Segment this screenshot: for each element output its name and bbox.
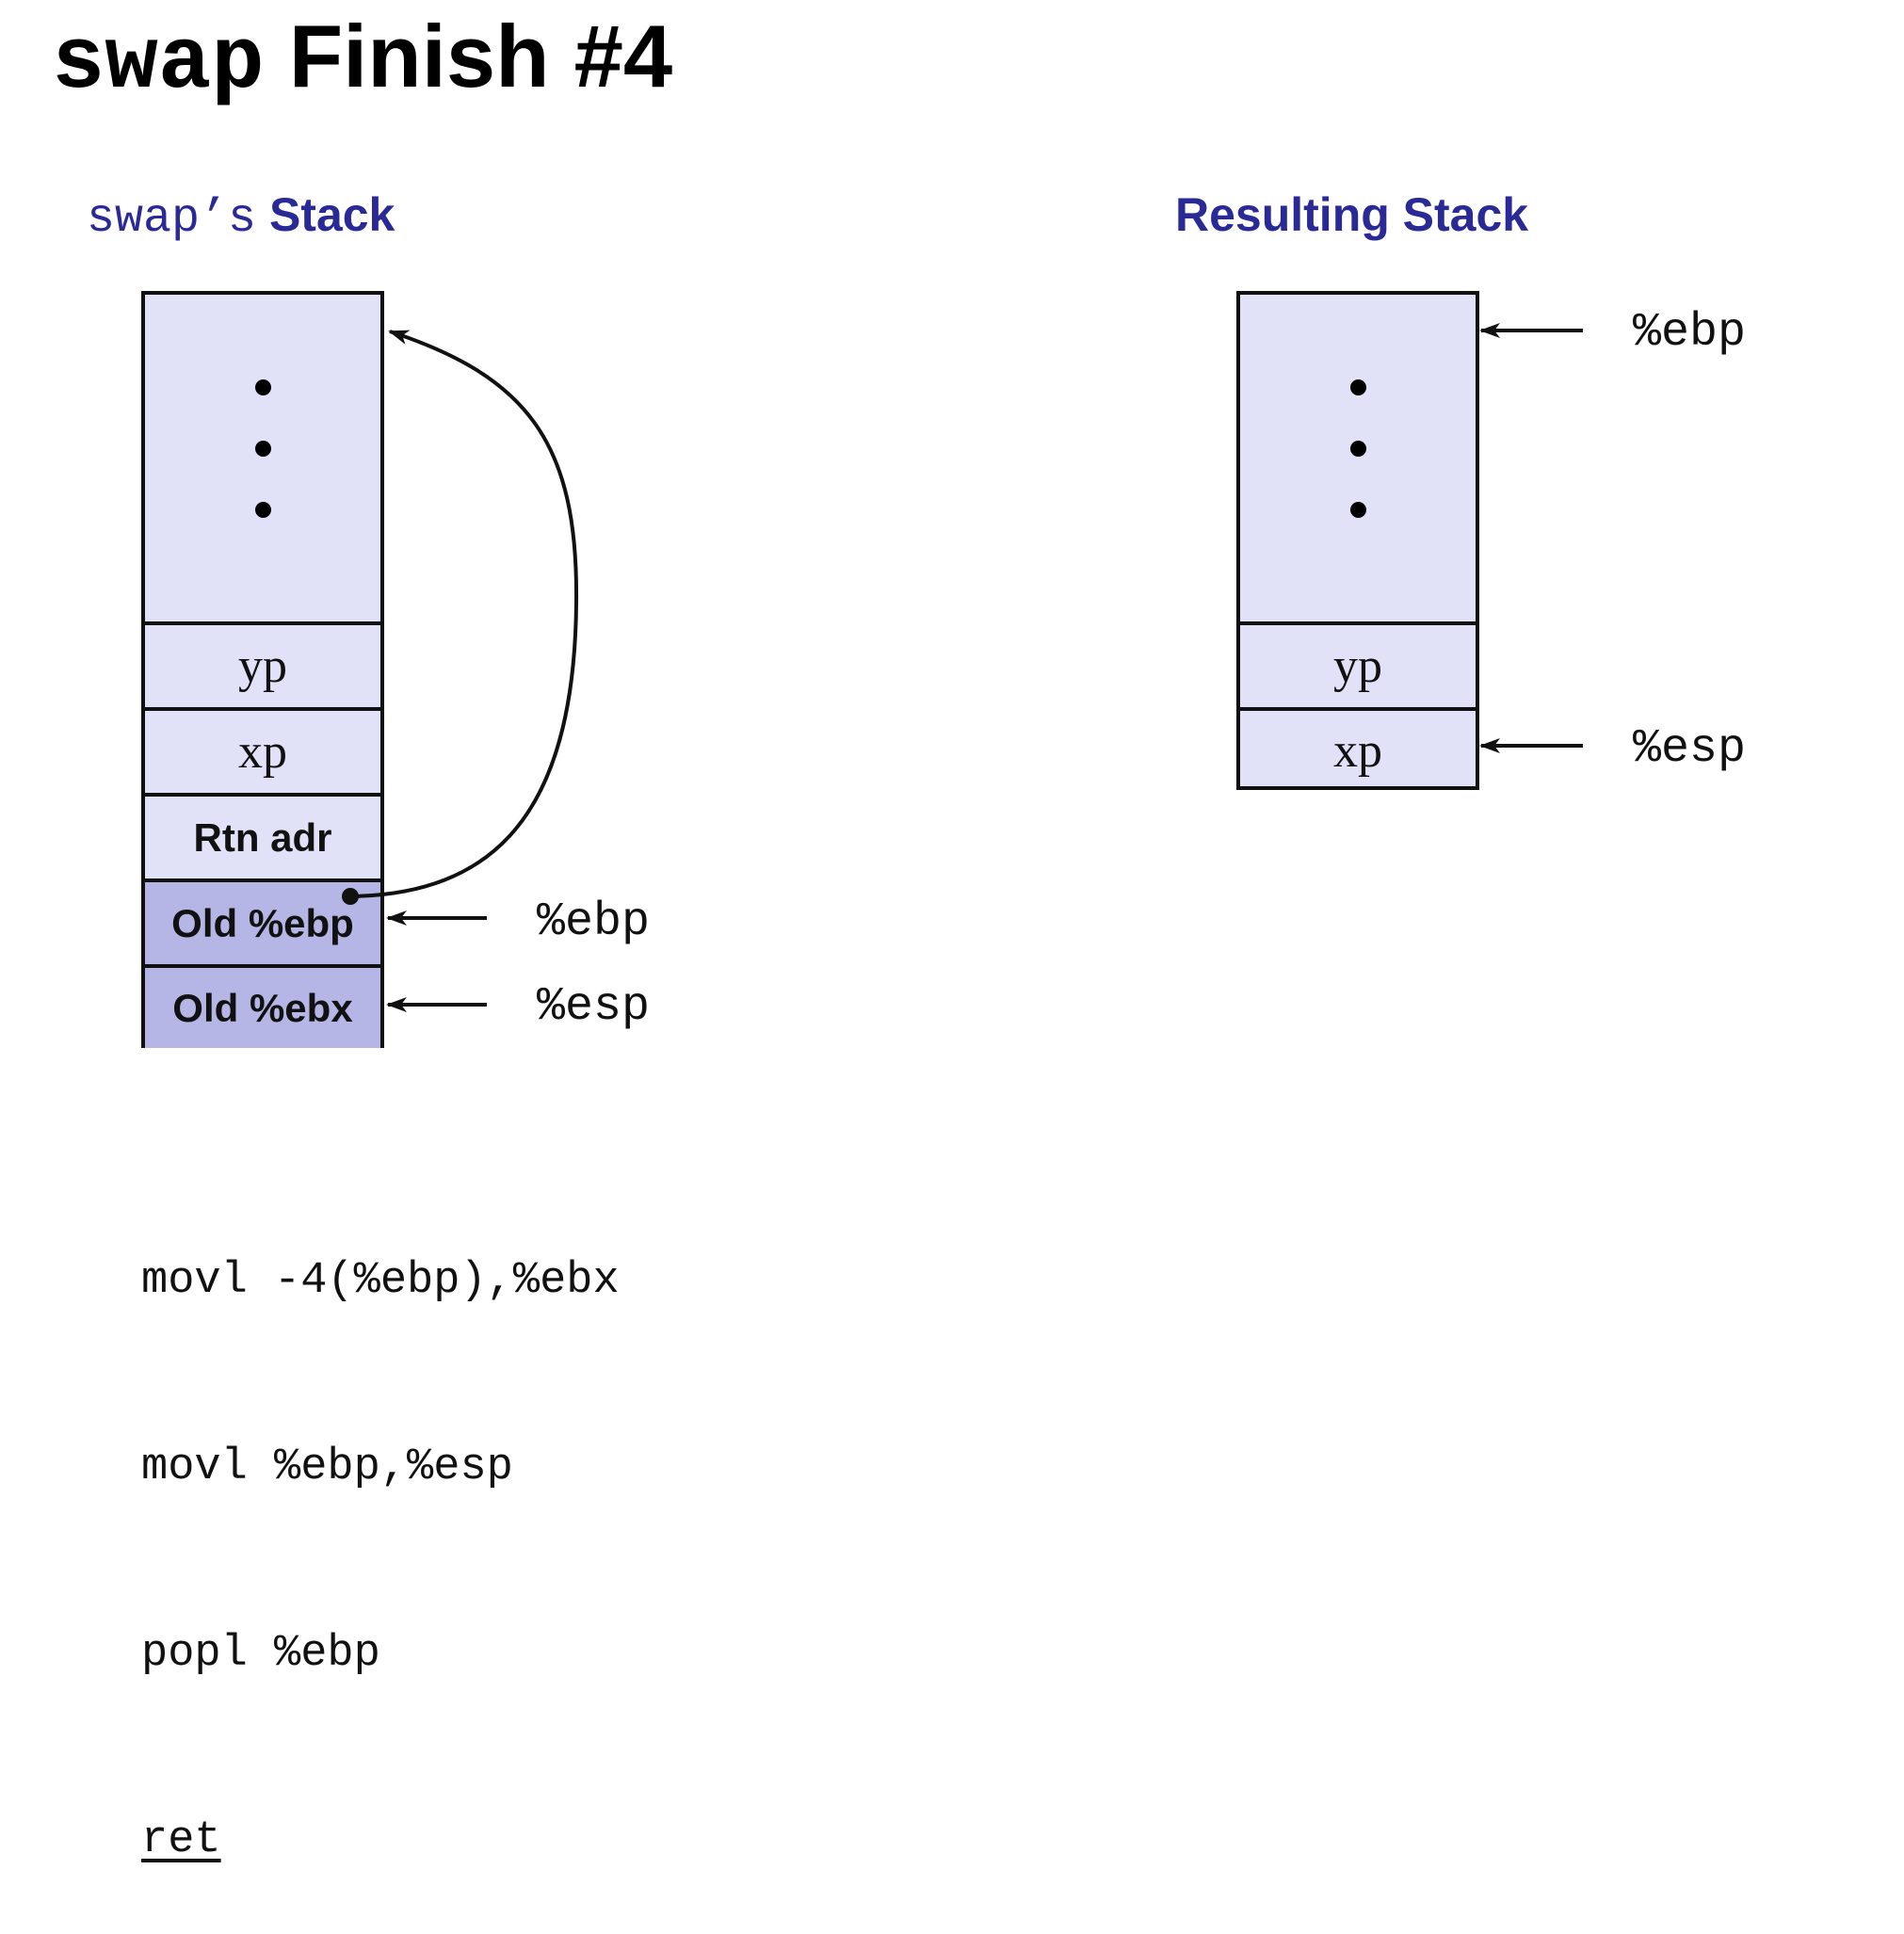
- left-esp-label: %esp: [537, 980, 651, 1034]
- assembly-code: movl -4(%ebp),%ebx movl %ebp,%esp popl %…: [141, 1126, 620, 1934]
- ellipsis-dots: [145, 379, 380, 521]
- stack-cell-yp: yp: [145, 621, 380, 707]
- dot: [1350, 502, 1366, 518]
- code-line: movl -4(%ebp),%ebx: [141, 1256, 620, 1306]
- code-line-ret: ret: [141, 1815, 221, 1865]
- code-line: movl %ebp,%esp: [141, 1442, 513, 1492]
- slide-title: swap Finish #4: [52, 5, 672, 116]
- dot: [1350, 441, 1366, 457]
- stack-cell-xp: xp: [1240, 707, 1476, 790]
- stack-ellipsis-cell: [1240, 295, 1476, 621]
- left-stack-heading: swap’s Stack: [87, 186, 395, 248]
- stack-cell-old-ebx: Old %ebx: [145, 964, 380, 1048]
- old-ebp-curve-arrow: [349, 330, 579, 898]
- stack-cell-yp: yp: [1240, 621, 1476, 707]
- left-heading-mono: swap’s: [87, 192, 257, 246]
- right-ebp-label: %ebp: [1633, 306, 1747, 360]
- dot: [1350, 379, 1366, 395]
- stack-ellipsis-cell: [145, 295, 380, 621]
- title-function-name: swap: [52, 14, 265, 114]
- dot: [255, 502, 271, 518]
- right-stack-heading: Resulting Stack: [1175, 188, 1529, 241]
- left-ebp-label: %ebp: [537, 895, 651, 949]
- code-line: popl %ebp: [141, 1629, 380, 1679]
- dot: [255, 379, 271, 395]
- ellipsis-dots: [1240, 379, 1476, 521]
- stack-cell-rtn-adr: Rtn adr: [145, 793, 380, 878]
- dot: [255, 441, 271, 457]
- right-esp-label: %esp: [1633, 722, 1747, 776]
- title-text: Finish #4: [288, 7, 673, 105]
- stack-cell-old-ebp: Old %ebp: [145, 878, 380, 964]
- stack-cell-xp: xp: [145, 707, 380, 793]
- right-stack: yp xp: [1236, 291, 1479, 790]
- left-stack: yp xp Rtn adr Old %ebp Old %ebx: [141, 291, 384, 1048]
- left-heading-text: Stack: [268, 188, 395, 241]
